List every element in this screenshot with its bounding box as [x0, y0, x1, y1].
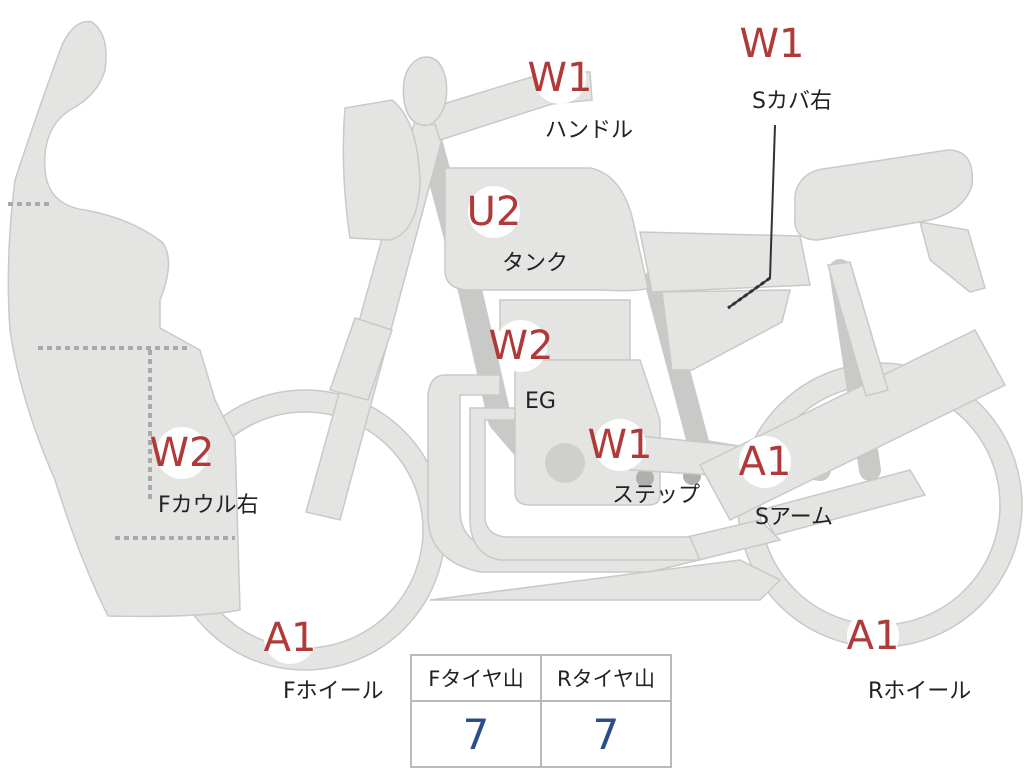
grade-rear-wheel: A1 — [847, 613, 900, 659]
callout-swing-arm: A1 Sアーム — [739, 436, 833, 530]
callout-engine: W2 EG — [489, 320, 556, 414]
callout-step: W1 ステップ — [588, 419, 700, 508]
exhaust-pipes — [427, 374, 782, 601]
label-swing-arm: Sアーム — [755, 505, 833, 530]
grade-handle: W1 — [528, 55, 593, 101]
grade-engine: W2 — [489, 323, 554, 369]
label-handle: ハンドル — [545, 118, 633, 143]
grade-step: W1 — [588, 422, 653, 468]
grade-side-cover: W1 — [740, 21, 805, 67]
rear-shock — [827, 261, 889, 397]
front-tire-tread-value: 7 — [410, 700, 542, 768]
grade-front-cowl: W2 — [150, 430, 215, 476]
grade-swing-arm: A1 — [739, 439, 792, 485]
label-side-cover: Sカバ右 — [752, 89, 832, 114]
callout-tank: U2 タンク — [467, 186, 568, 276]
label-step: ステップ — [612, 483, 700, 508]
callout-front-wheel: A1 Fホイール — [264, 612, 384, 704]
label-front-wheel: Fホイール — [283, 679, 384, 704]
grade-tank: U2 — [467, 189, 522, 235]
label-front-cowl: Fカウル右 — [158, 493, 259, 518]
tire-tread-table: Fタイヤ山 Rタイヤ山 7 7 — [410, 654, 672, 768]
side-cover — [639, 231, 811, 371]
label-rear-wheel: Rホイール — [868, 679, 971, 704]
side-cover-leader — [727, 124, 776, 310]
callout-front-cowl: W2 Fカウル右 — [150, 427, 259, 518]
seat — [793, 149, 986, 293]
headlight — [342, 99, 421, 241]
front-cowl — [7, 20, 241, 618]
grade-front-wheel: A1 — [264, 615, 317, 661]
rear-tire-tread-header: Rタイヤ山 — [540, 654, 672, 702]
label-tank: タンク — [502, 251, 568, 276]
rear-tire-tread-value: 7 — [540, 700, 672, 768]
label-engine: EG — [525, 389, 556, 414]
callout-handle: W1 ハンドル — [528, 52, 633, 143]
callout-rear-wheel: A1 Rホイール — [847, 610, 971, 704]
callout-side-cover: W1 Sカバ右 — [740, 18, 832, 114]
front-tire-tread-header: Fタイヤ山 — [410, 654, 542, 702]
